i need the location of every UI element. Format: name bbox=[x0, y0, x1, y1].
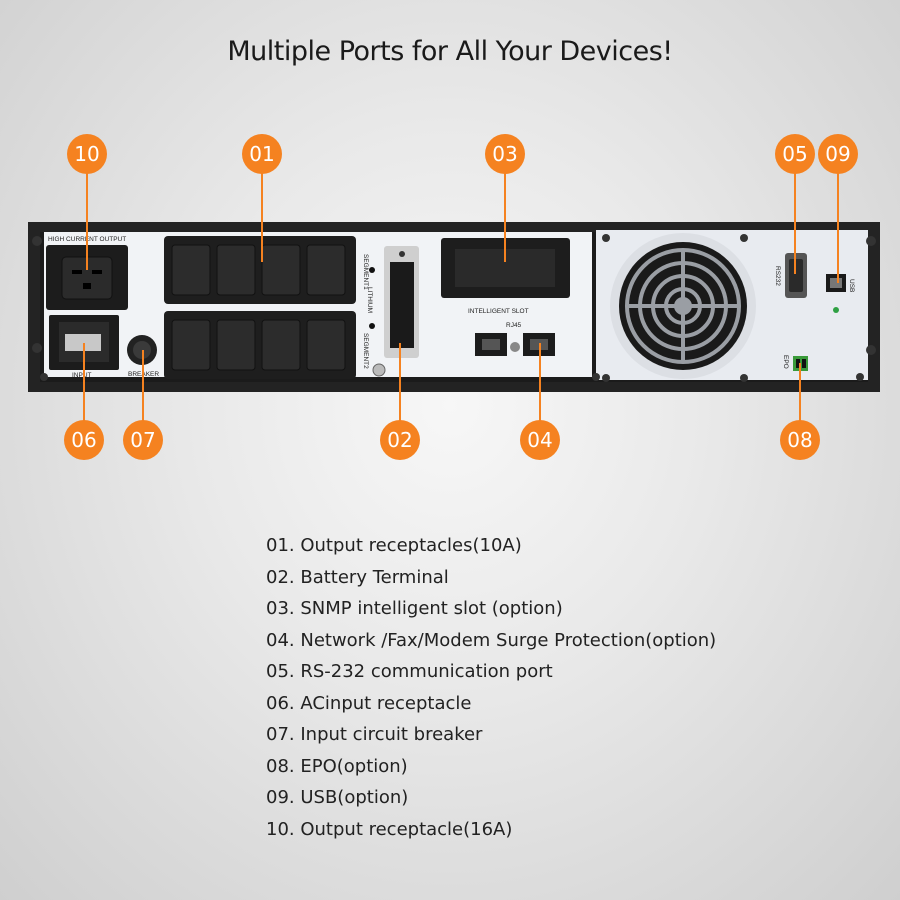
callout-09-label: 09 bbox=[825, 142, 850, 166]
callout-04: 04 bbox=[520, 420, 560, 460]
rs232-label: RS232 bbox=[774, 266, 781, 286]
legend-item-10: 10. Output receptacle(16A) bbox=[266, 818, 513, 840]
epo-connector: EPO bbox=[782, 355, 808, 371]
rj45-label: RJ45 bbox=[506, 322, 522, 329]
callout-01-label: 01 bbox=[249, 142, 274, 166]
ac-input-receptacle: INPUT bbox=[49, 315, 119, 379]
input-label: INPUT bbox=[72, 372, 92, 379]
callout-06-label: 06 bbox=[71, 428, 96, 452]
legend-item-07: 07. Input circuit breaker bbox=[266, 724, 483, 745]
callout-05: 05 bbox=[775, 134, 815, 174]
legend-item-01: 01. Output receptacles(10A) bbox=[266, 535, 522, 556]
callout-07-label: 07 bbox=[130, 428, 155, 452]
callout-01: 01 bbox=[242, 134, 282, 174]
intelligent-slot-label: INTELLIGENT SLOT bbox=[468, 308, 529, 315]
segment2-label: SEGMENT2 bbox=[362, 333, 369, 369]
callout-leader-lines bbox=[83, 172, 839, 422]
usb-port: USB bbox=[826, 274, 855, 313]
epo-label: EPO bbox=[782, 355, 789, 369]
legend-item-04: 04. Network /Fax/Modem Surge Protection(… bbox=[266, 629, 717, 651]
callout-10-label: 10 bbox=[74, 142, 99, 166]
legend-item-02: 02. Battery Terminal bbox=[266, 566, 449, 588]
page-title: Multiple Ports for All Your Devices! bbox=[227, 36, 673, 67]
output-receptacle-bank: SEGMENT1 LITHIUM SEGMENT2 bbox=[164, 236, 375, 379]
callout-10: 10 bbox=[67, 134, 107, 174]
legend-item-08: 08. EPO(option) bbox=[266, 755, 408, 777]
lithium-label: LITHIUM bbox=[366, 287, 373, 313]
callout-02-label: 02 bbox=[387, 428, 412, 452]
cooling-fan bbox=[610, 233, 756, 379]
callout-04-label: 04 bbox=[527, 428, 552, 452]
segment1-label: SEGMENT1 bbox=[362, 254, 369, 290]
callout-08: 08 bbox=[780, 420, 820, 460]
callout-09: 09 bbox=[818, 134, 858, 174]
usb-label: USB bbox=[848, 279, 855, 292]
battery-terminal bbox=[372, 246, 419, 377]
callout-03: 03 bbox=[485, 134, 525, 174]
callout-03-label: 03 bbox=[492, 142, 517, 166]
legend-item-05: 05. RS-232 communication port bbox=[266, 661, 553, 682]
rs232-port: RS232 bbox=[774, 253, 807, 298]
legend-item-09: 09. USB(option) bbox=[266, 787, 409, 808]
port-legend-list: 01. Output receptacles(10A) 02. Battery … bbox=[266, 530, 716, 845]
callout-02: 02 bbox=[380, 420, 420, 460]
legend-item-06: 06. ACinput receptacle bbox=[266, 692, 472, 714]
legend-item-03: 03. SNMP intelligent slot (option) bbox=[266, 598, 563, 619]
callout-05-label: 05 bbox=[782, 142, 807, 166]
callout-06: 06 bbox=[64, 420, 104, 460]
callout-08-label: 08 bbox=[787, 428, 812, 452]
callout-07: 07 bbox=[123, 420, 163, 460]
